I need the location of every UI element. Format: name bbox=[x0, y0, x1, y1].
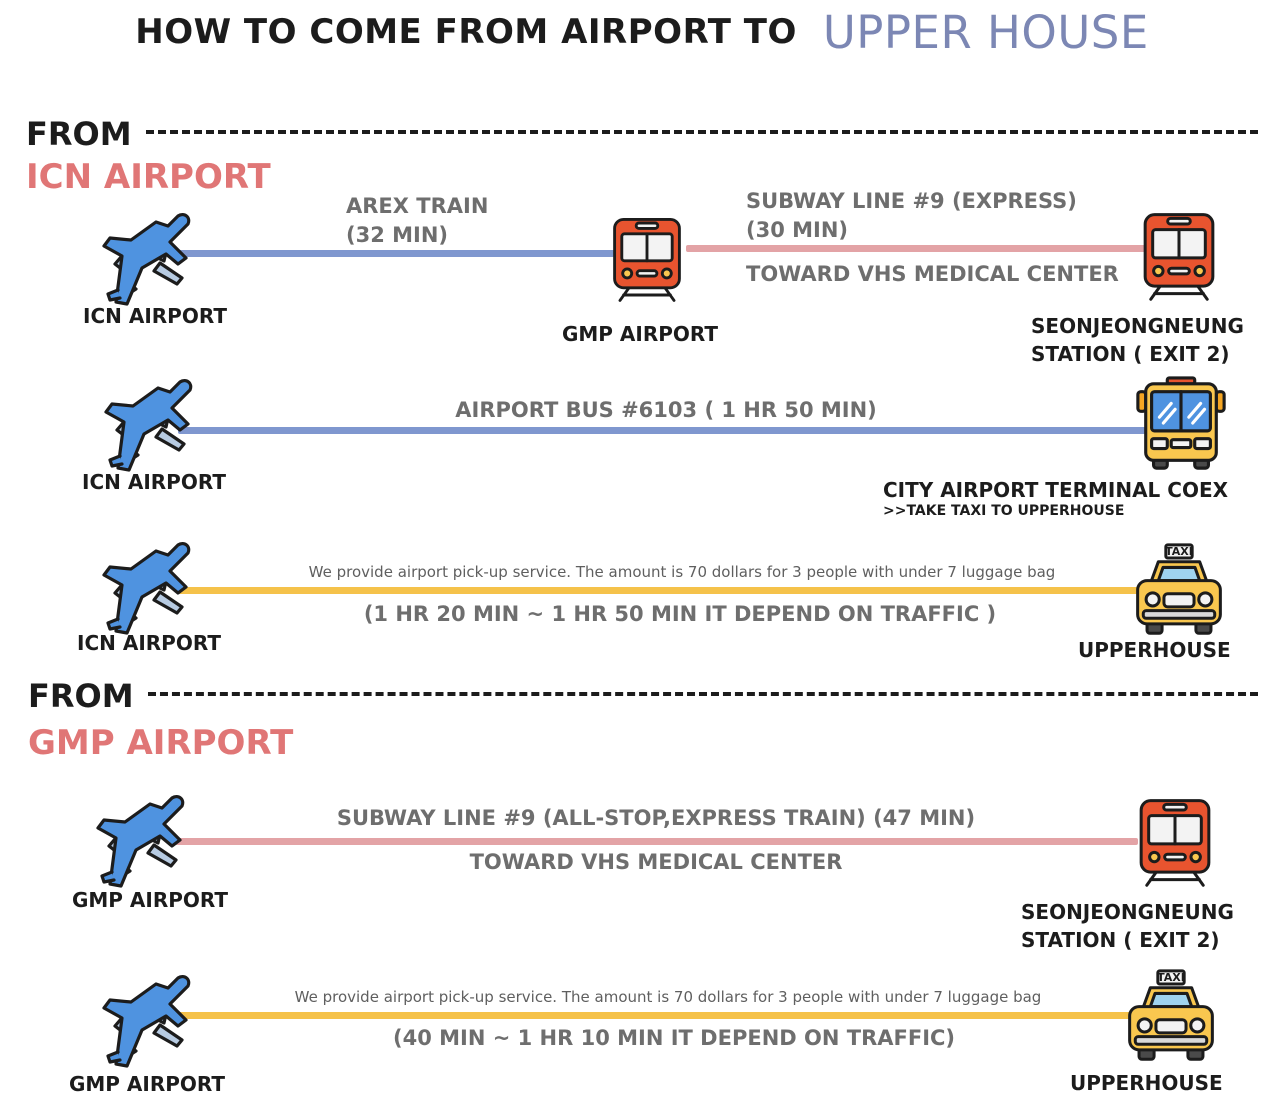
train-icon bbox=[1132, 204, 1226, 308]
subway-express-direction: TOWARD VHS MEDICAL CENTER bbox=[746, 262, 1119, 286]
transfer-gmp-airport: GMP AIRPORT bbox=[561, 322, 719, 346]
taxi-sign-label: TAXI bbox=[1157, 971, 1185, 984]
subway-express-label: SUBWAY LINE #9 (EXPRESS) bbox=[746, 189, 1077, 213]
pickup-line-icn bbox=[178, 587, 1138, 594]
gmp-from-label: FROM bbox=[28, 677, 134, 715]
subway-line-9-all-stop-line bbox=[172, 838, 1138, 845]
airplane-icon bbox=[100, 378, 200, 478]
gmp-route1-dest-line2: STATION ( EXIT 2) bbox=[1021, 928, 1220, 952]
taxi-sign-label: TAXI bbox=[1165, 545, 1193, 558]
pickup-service-note-icn: We provide airport pick-up service. The … bbox=[308, 563, 1056, 581]
city-airport-terminal-coex: CITY AIRPORT TERMINAL COEX bbox=[883, 478, 1229, 502]
upperhouse-dest-icn: UPPERHOUSE bbox=[1078, 638, 1231, 662]
gmp-section-divider bbox=[148, 692, 1258, 696]
train-icon bbox=[1128, 790, 1222, 894]
arex-duration: (32 MIN) bbox=[346, 223, 449, 247]
page-title: HOW TO COME FROM AIRPORT TO UPPER HOUSE bbox=[0, 4, 1284, 60]
gmp-route2-origin: GMP AIRPORT bbox=[68, 1072, 226, 1096]
subway-express-duration: (30 MIN) bbox=[746, 218, 849, 242]
arex-label: AREX TRAIN bbox=[346, 194, 489, 218]
subway-line-9-express-line bbox=[686, 245, 1146, 252]
title-main: HOW TO COME FROM AIRPORT TO bbox=[135, 12, 797, 52]
airplane-icon bbox=[98, 974, 198, 1074]
bus-icon bbox=[1132, 376, 1230, 474]
subway-all-stop-direction: TOWARD VHS MEDICAL CENTER bbox=[469, 850, 843, 874]
title-accent: UPPER HOUSE bbox=[822, 5, 1149, 59]
icn-section-divider bbox=[146, 130, 1258, 134]
icn-section-heading: ICN AIRPORT bbox=[26, 157, 271, 197]
pickup-service-note-gmp: We provide airport pick-up service. The … bbox=[294, 988, 1042, 1006]
pickup-time-gmp: (40 MIN ~ 1 HR 10 MIN IT DEPEND ON TRAFF… bbox=[392, 1026, 956, 1050]
airport-bus-line bbox=[178, 427, 1146, 434]
icn-route1-dest-line1: SEONJEONGNEUNG bbox=[1031, 314, 1244, 338]
icn-route1-origin: ICN AIRPORT bbox=[83, 304, 227, 328]
airplane-icon bbox=[98, 541, 198, 641]
gmp-route1-origin: GMP AIRPORT bbox=[71, 888, 229, 912]
icn-route2-origin: ICN AIRPORT bbox=[82, 470, 226, 494]
train-icon bbox=[602, 207, 692, 311]
pickup-time-icn: (1 HR 20 MIN ~ 1 HR 50 MIN IT DEPEND ON … bbox=[363, 602, 997, 626]
airport-bus-label: AIRPORT BUS #6103 ( 1 HR 50 MIN) bbox=[455, 398, 877, 422]
taxi-icon: TAXI bbox=[1124, 968, 1218, 1064]
taxi-icon: TAXI bbox=[1132, 542, 1226, 638]
airplane-icon bbox=[92, 794, 192, 894]
icn-from-label: FROM bbox=[26, 115, 132, 153]
icn-route3-origin: ICN AIRPORT bbox=[77, 631, 221, 655]
airplane-icon bbox=[98, 212, 198, 312]
icn-route1-dest-line2: STATION ( EXIT 2) bbox=[1031, 342, 1230, 366]
upperhouse-dest-gmp: UPPERHOUSE bbox=[1070, 1071, 1223, 1095]
arex-line bbox=[175, 250, 615, 257]
subway-all-stop-label: SUBWAY LINE #9 (ALL-STOP,EXPRESS TRAIN) … bbox=[336, 806, 976, 830]
gmp-route1-dest-line1: SEONJEONGNEUNG bbox=[1021, 900, 1234, 924]
take-taxi-note: >>TAKE TAXI TO UPPERHOUSE bbox=[883, 503, 1125, 519]
gmp-section-heading: GMP AIRPORT bbox=[28, 723, 294, 763]
pickup-line-gmp bbox=[175, 1012, 1135, 1019]
